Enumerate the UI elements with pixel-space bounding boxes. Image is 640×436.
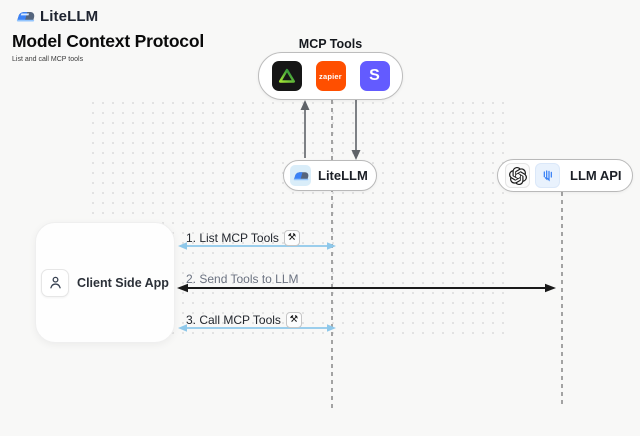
zapier-icon-text: zapier [319, 71, 342, 81]
step2-left-head [177, 283, 188, 293]
llm-provider-icon [535, 163, 560, 188]
zapier-icon: zapier [315, 61, 346, 91]
page-subtitle: List and call MCP tools [12, 56, 84, 63]
stripe-icon: S [359, 61, 390, 91]
triangle-icon [271, 61, 302, 91]
llm-api-node-label: LLM API [570, 168, 622, 183]
mcp-tools-box: zapier S [258, 52, 403, 100]
page-title: Model Context Protocol [12, 31, 204, 51]
mcp-tools-label: MCP Tools [298, 37, 363, 51]
step3-text: 3. Call MCP Tools [186, 313, 281, 327]
step1-text: 1. List MCP Tools [186, 231, 279, 245]
arrow-down-head [351, 150, 361, 160]
litellm-node: LiteLLM [283, 160, 377, 191]
step3-label: 3. Call MCP Tools ⚒ [186, 312, 302, 328]
step1-left-head [178, 242, 187, 250]
brand-name: LiteLLM [40, 8, 99, 25]
train-icon [16, 12, 35, 22]
step3-right-head [327, 324, 336, 332]
arrow-up-head [300, 100, 310, 110]
tools-icon: ⚒ [285, 312, 302, 328]
step1-label: 1. List MCP Tools ⚒ [186, 230, 300, 246]
person-icon [41, 268, 70, 297]
step2-text: 2. Send Tools to LLM [186, 272, 299, 286]
step2-label: 2. Send Tools to LLM [186, 272, 299, 286]
litellm-node-label: LiteLLM [318, 168, 368, 183]
brand-header: LiteLLM [16, 8, 98, 25]
litellm-train-icon [290, 165, 311, 186]
client-side-app-label: Client Side App [77, 275, 169, 290]
llm-api-node: LLM API [497, 159, 633, 192]
tools-icon: ⚒ [283, 230, 300, 246]
step2-right-head [545, 283, 556, 293]
step1-right-head [327, 242, 336, 250]
client-side-app-node: Client Side App [35, 222, 175, 343]
openai-icon [505, 163, 530, 188]
step3-left-head [178, 324, 187, 332]
stripe-icon-text: S [369, 67, 380, 84]
